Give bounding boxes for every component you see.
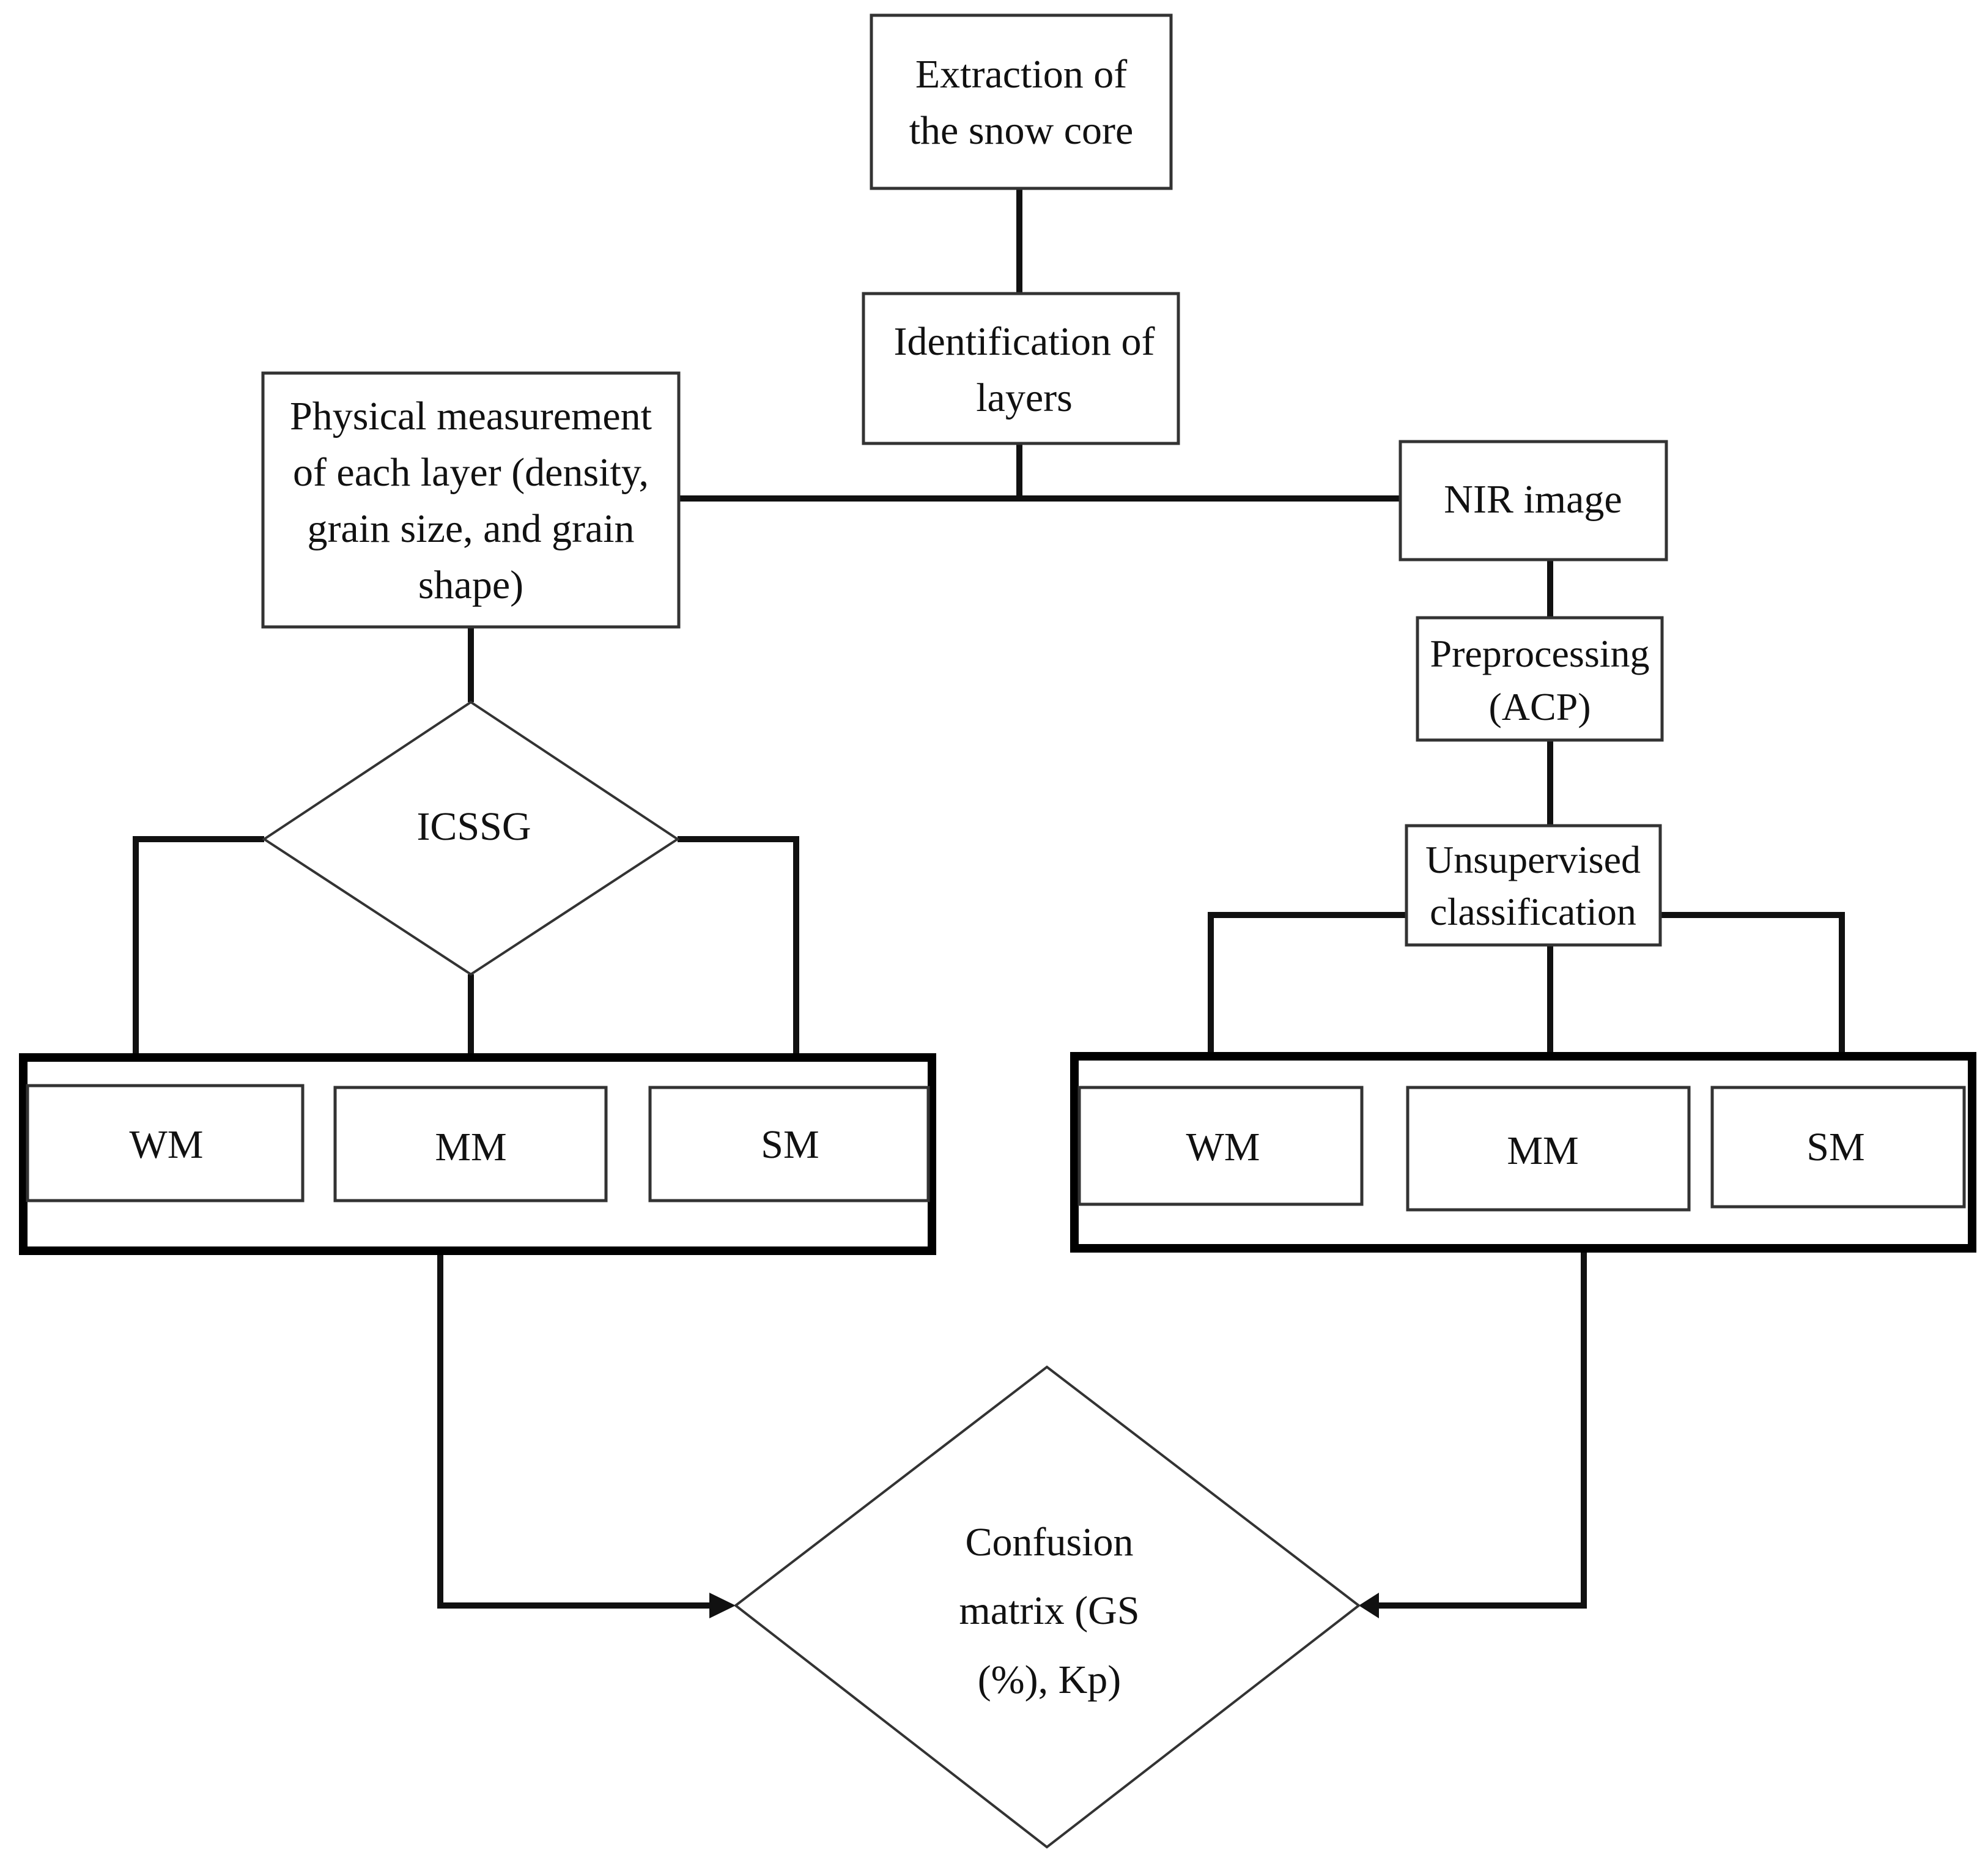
preprocessing-line2: (ACP) [1488,685,1591,728]
confusion-line2: matrix (GS [959,1588,1139,1633]
connectors [133,188,1845,1618]
preprocessing-line1: Preprocessing [1430,632,1649,675]
right-wm-box [1077,1086,1364,1206]
right-wm-label: WM [1186,1125,1260,1169]
connector-icssg-left-wm [133,836,264,1053]
identification-line2: layers [976,376,1073,420]
unsupervised-line2: classification [1430,890,1636,933]
icssg-label: ICSSG [416,804,531,849]
nir-label: NIR image [1444,477,1622,522]
physical-line4: shape) [418,563,523,607]
connector-unsupervised-right-sm [1660,912,1845,1053]
node-nir-image: NIR image [1399,440,1668,561]
left-wm-box [26,1084,305,1202]
node-extraction: Extraction of the snow core [870,13,1173,190]
node-confusion-matrix: Confusion matrix (GS (%), Kp) [733,1365,1361,1849]
left-sm-label: SM [761,1122,819,1167]
connector-unsupervised-right-wm [1208,912,1406,1053]
left-wm-label: WM [130,1122,204,1167]
right-sm-box [1710,1086,1966,1209]
left-sm-box [648,1086,930,1202]
connector-right-group-confusion [1379,1253,1587,1609]
node-physical-measurement: Physical measurement of each layer (dens… [261,371,681,629]
left-class-group: WM MM SM [19,1053,936,1255]
left-mm-label: MM [435,1125,506,1169]
extraction-line2: the snow core [909,108,1134,153]
connector-icssg-left-sm [678,836,799,1053]
node-unsupervised-classification: Unsupervised classification [1405,824,1662,947]
arrowhead-right-icon [1359,1593,1379,1618]
confusion-line3: (%), Kp) [978,1657,1121,1702]
right-sm-label: SM [1806,1125,1864,1169]
arrowhead-left-icon [709,1593,736,1618]
right-class-group: WM MM SM [1070,1052,1976,1253]
physical-line1: Physical measurement [290,394,652,439]
node-identification: Identification of layers [862,292,1180,445]
physical-line2: of each layer (density, [293,450,649,495]
node-preprocessing: Preprocessing (ACP) [1416,616,1664,742]
identification-line1: Identification of [893,319,1155,364]
connector-left-group-confusion [437,1255,709,1609]
confusion-line1: Confusion [965,1520,1133,1565]
node-icssg: ICSSG [262,700,680,976]
unsupervised-line1: Unsupervised [1425,838,1641,881]
right-mm-label: MM [1507,1128,1578,1173]
physical-line3: grain size, and grain [307,506,634,551]
extraction-line1: Extraction of [915,52,1127,97]
right-mm-box [1406,1086,1691,1212]
left-mm-box [333,1086,608,1202]
